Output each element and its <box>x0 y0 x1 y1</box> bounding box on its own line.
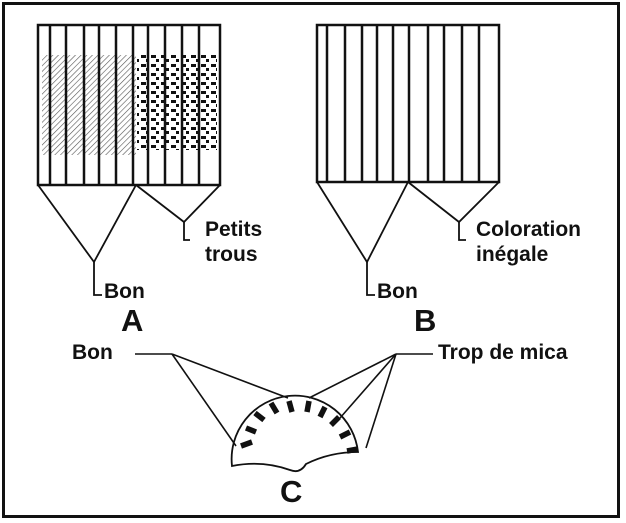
panel-a-letter: A <box>121 303 144 338</box>
panel-c-cross-section <box>230 394 360 473</box>
panel-b-callouts <box>316 181 500 296</box>
panel-b-bars <box>315 23 501 184</box>
panel-b-coloration-label-line1: Coloration <box>476 218 581 241</box>
mica-segments <box>240 400 359 454</box>
pitted-surface-shading <box>137 55 217 150</box>
panel-b-good-label: Bon <box>377 280 418 303</box>
panel-a-bars <box>36 23 222 187</box>
panel-a-good-label: Bon <box>104 280 145 303</box>
panel-a-holes-label-line1: Petits <box>205 218 263 241</box>
panel-c-callouts <box>135 353 433 449</box>
panel-c-letter: C <box>280 474 303 509</box>
panel-c-mica-label: Trop de mica <box>438 341 568 364</box>
panel-c-good-label: Bon <box>72 341 113 364</box>
good-surface-shading <box>42 55 136 155</box>
panel-a-holes-label-line2: trous <box>205 243 258 266</box>
panel-a-bar-divisions <box>48 25 201 185</box>
panel-a-callouts <box>37 184 221 296</box>
panel-b-bar-divisions <box>325 25 481 182</box>
panel-b-letter: B <box>414 303 437 338</box>
panel-b-coloration-label-line2: inégale <box>476 243 549 266</box>
